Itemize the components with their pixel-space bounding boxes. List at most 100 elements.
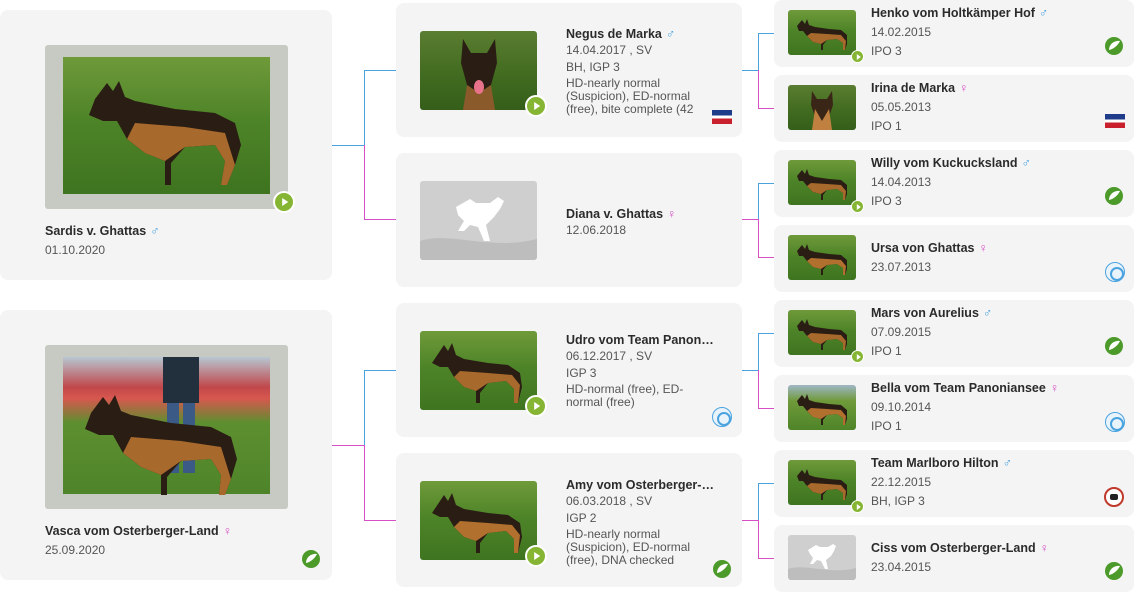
dog-photo[interactable]	[420, 31, 537, 110]
tree-connector	[364, 520, 396, 521]
dog-titles: IPO 1	[871, 344, 902, 358]
dog-birthdate: 12.06.2018	[566, 223, 627, 237]
parent-card[interactable]: Diana v. Ghattas♀ 12.06.2018	[396, 153, 742, 287]
dog-photo[interactable]	[788, 460, 856, 505]
dog-photo[interactable]	[788, 160, 856, 205]
dog-name[interactable]: Sardis v. Ghattas♂	[45, 224, 160, 238]
dog-name[interactable]: Ursa von Ghattas♀	[871, 241, 988, 255]
dog-birthdate: 06.03.2018 , SV	[566, 494, 653, 508]
play-icon[interactable]	[851, 50, 864, 63]
dog-photo[interactable]	[45, 45, 288, 209]
male-icon: ♂	[1002, 456, 1012, 470]
tree-connector	[742, 370, 758, 371]
tree-connector	[758, 33, 759, 70]
tree-connector	[364, 145, 365, 219]
dog-silhouette-icon	[797, 19, 847, 50]
play-icon[interactable]	[525, 545, 547, 567]
grandparent-card[interactable]: Mars von Aurelius♂ 07.09.2015 IPO 1	[774, 300, 1134, 367]
tree-connector	[758, 183, 759, 219]
dog-name[interactable]: Bella vom Team Panoniansee♀	[871, 381, 1060, 395]
dog-photo[interactable]	[788, 235, 856, 280]
main-dog-card[interactable]: Vasca vom Osterberger-Land♀ 25.09.2020	[0, 310, 332, 580]
dog-name[interactable]: Udro vom Team Panoni…	[566, 333, 714, 347]
flag-icon	[712, 110, 732, 124]
dog-silhouette-icon	[432, 493, 522, 553]
dog-birthdate: 22.12.2015	[871, 475, 932, 489]
dog-photo[interactable]	[45, 345, 288, 509]
parent-card[interactable]: Amy vom Osterberger-L… 06.03.2018 , SV I…	[396, 453, 742, 587]
grandparent-card[interactable]: Willy vom Kuckucksland♂ 14.04.2013 IPO 3	[774, 150, 1134, 217]
play-icon[interactable]	[851, 200, 864, 213]
tree-connector	[758, 257, 774, 258]
dog-birthdate: 14.04.2017 , SV	[566, 43, 653, 57]
grandparent-card[interactable]: Ursa von Ghattas♀ 23.07.2013	[774, 225, 1134, 292]
sv-club-icon	[712, 407, 732, 427]
play-icon[interactable]	[851, 500, 864, 513]
grandparent-card[interactable]: Team Marlboro Hilton♂ 22.12.2015 BH, IGP…	[774, 450, 1134, 517]
tree-connector	[758, 333, 774, 334]
female-icon: ♀	[959, 81, 969, 95]
tree-connector	[758, 183, 774, 184]
parent-card[interactable]: Udro vom Team Panoni… 06.12.2017 , SV IG…	[396, 303, 742, 437]
dog-birthdate: 01.10.2020	[45, 243, 106, 257]
play-icon[interactable]	[851, 350, 864, 363]
dog-silhouette-icon	[461, 39, 497, 110]
dog-name[interactable]: Negus de Marka♂	[566, 27, 676, 41]
sv-club-icon	[1105, 262, 1125, 282]
play-icon[interactable]	[525, 95, 547, 117]
dog-titles: BH, IGP 3	[566, 60, 620, 74]
dog-name[interactable]: Vasca vom Osterberger-Land♀	[45, 524, 233, 538]
grandparent-card[interactable]: Henko vom Holtkämper Hof♂ 14.02.2015 IPO…	[774, 0, 1134, 67]
dog-name[interactable]: Willy vom Kuckucksland♂	[871, 156, 1031, 170]
play-icon[interactable]	[273, 191, 295, 213]
dog-photo[interactable]	[420, 481, 537, 560]
dog-photo[interactable]	[788, 535, 856, 580]
dog-name[interactable]: Irina de Marka♀	[871, 81, 969, 95]
placeholder-dog-icon	[788, 544, 856, 580]
dog-birthdate: 09.10.2014	[871, 400, 932, 414]
female-icon: ♀	[1039, 541, 1050, 555]
female-icon: ♀	[978, 241, 988, 255]
dog-name[interactable]: Diana v. Ghattas♀	[566, 207, 677, 221]
tree-connector	[742, 219, 758, 220]
female-icon: ♀	[1049, 381, 1060, 395]
tree-connector	[742, 70, 758, 71]
play-icon[interactable]	[525, 395, 547, 417]
dog-titles: IGP 3	[566, 366, 597, 380]
dog-birthdate: 06.12.2017 , SV	[566, 349, 653, 363]
dog-health: HD-normal (free), ED-normal (free)	[566, 383, 684, 409]
tree-connector	[742, 520, 758, 521]
tree-connector	[758, 33, 774, 34]
grandparent-card[interactable]: Bella vom Team Panoniansee♀ 09.10.2014 I…	[774, 375, 1134, 442]
dog-titles: BH, IGP 3	[871, 494, 925, 508]
dog-silhouette-icon	[811, 91, 833, 130]
male-icon: ♂	[1021, 156, 1031, 170]
dog-name[interactable]: Henko vom Holtkämper Hof♂	[871, 6, 1049, 20]
dog-photo[interactable]	[788, 385, 856, 430]
dog-photo[interactable]	[788, 85, 856, 130]
dog-photo[interactable]	[420, 181, 537, 260]
tree-connector	[758, 558, 774, 559]
grandparent-card[interactable]: Ciss vom Osterberger-Land♀ 23.04.2015	[774, 525, 1134, 592]
tree-connector	[364, 370, 365, 445]
grandparent-card[interactable]: Irina de Marka♀ 05.05.2013 IPO 1	[774, 75, 1134, 142]
main-dog-card[interactable]: Sardis v. Ghattas♂ 01.10.2020	[0, 10, 332, 280]
dog-titles: IPO 1	[871, 419, 902, 433]
kennel-leaf-icon	[713, 560, 731, 578]
placeholder-dog-icon	[420, 197, 537, 260]
female-icon: ♀	[222, 524, 233, 538]
parent-card[interactable]: Negus de Marka♂ 14.04.2017 , SV BH, IGP …	[396, 3, 742, 137]
dog-titles: IPO 3	[871, 194, 902, 208]
dog-name[interactable]: Mars von Aurelius♂	[871, 306, 993, 320]
male-icon: ♂	[150, 224, 160, 238]
dog-photo[interactable]	[788, 10, 856, 55]
tree-connector	[364, 219, 396, 220]
male-icon: ♂	[665, 27, 676, 41]
dog-photo[interactable]	[788, 310, 856, 355]
male-icon: ♂	[982, 306, 993, 320]
dog-photo[interactable]	[420, 331, 537, 410]
dog-name[interactable]: Amy vom Osterberger-L…	[566, 478, 714, 492]
dog-name[interactable]: Ciss vom Osterberger-Land♀	[871, 541, 1050, 555]
dog-name[interactable]: Team Marlboro Hilton♂	[871, 456, 1012, 470]
tree-connector	[758, 520, 759, 558]
